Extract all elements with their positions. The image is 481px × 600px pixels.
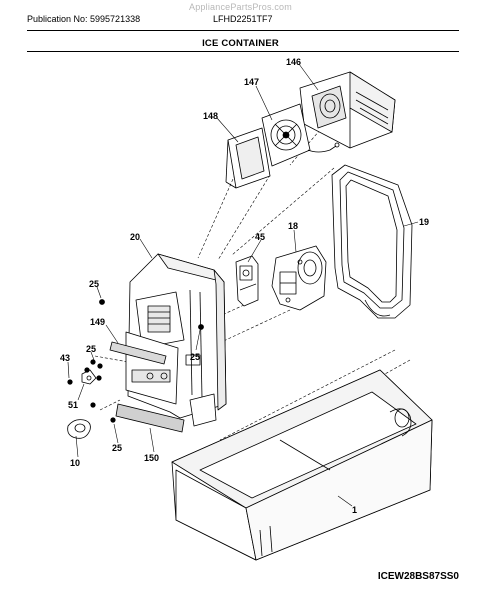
trim-strip-149 bbox=[109, 341, 167, 365]
title-rule bbox=[27, 51, 459, 52]
callout-25-a: 25 bbox=[89, 279, 99, 289]
callout-43: 43 bbox=[60, 353, 70, 363]
callout-51: 51 bbox=[68, 400, 78, 410]
header-rule bbox=[27, 30, 459, 31]
trim-bar-150 bbox=[115, 403, 185, 433]
callout-labels: 146 147 148 20 45 18 19 25 149 25 43 25 … bbox=[60, 57, 429, 515]
callout-148: 148 bbox=[203, 111, 218, 121]
callout-149: 149 bbox=[90, 317, 105, 327]
screws bbox=[67, 299, 204, 423]
knob-10 bbox=[67, 419, 91, 439]
dispenser-housing-20 bbox=[125, 253, 227, 427]
callout-150: 150 bbox=[144, 453, 159, 463]
diagram-title: ICE CONTAINER bbox=[202, 38, 279, 49]
callout-20: 20 bbox=[130, 232, 140, 242]
ice-bucket-1 bbox=[171, 369, 433, 561]
fan-motor-147 bbox=[261, 103, 340, 167]
callout-147: 147 bbox=[244, 77, 259, 87]
callout-25-c: 25 bbox=[190, 352, 200, 362]
callout-18: 18 bbox=[288, 221, 298, 231]
diagram-code: ICEW28BS87SS0 bbox=[377, 571, 459, 582]
callout-19: 19 bbox=[419, 217, 429, 227]
callout-146: 146 bbox=[286, 57, 301, 67]
auger-motor-18 bbox=[271, 245, 327, 311]
watermark: AppliancePartsPros.com bbox=[189, 2, 292, 12]
gasket-19 bbox=[331, 164, 413, 319]
publication-number: Publication No: 5995721338 bbox=[27, 14, 141, 24]
duct-housing-146 bbox=[299, 71, 396, 149]
fan-shroud-148 bbox=[225, 127, 271, 189]
actuator-51 bbox=[81, 369, 97, 385]
callout-10: 10 bbox=[70, 458, 80, 468]
callout-45: 45 bbox=[255, 232, 265, 242]
bracket-45 bbox=[235, 255, 259, 307]
leader-lines bbox=[67, 63, 419, 507]
callout-25-d: 25 bbox=[112, 443, 122, 453]
callout-25-b: 25 bbox=[86, 344, 96, 354]
model-number: LFHD2251TF7 bbox=[213, 14, 273, 24]
callout-1: 1 bbox=[352, 505, 357, 515]
